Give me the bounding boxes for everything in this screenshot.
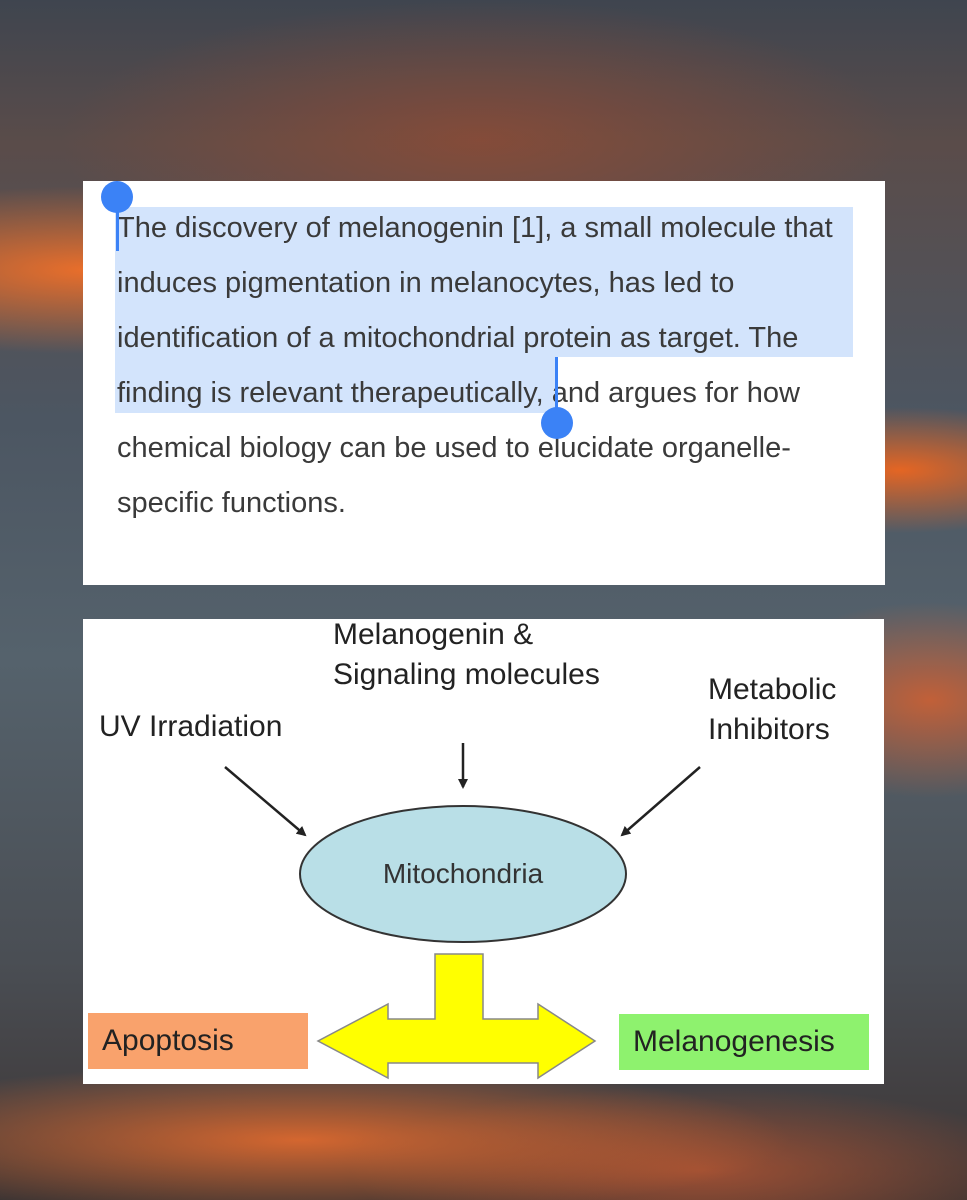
arrow-uv-to-mitochondria — [224, 766, 307, 837]
selection-start-handle[interactable] — [101, 181, 133, 213]
melanogenesis-box: Melanogenesis — [619, 1014, 869, 1070]
selection-start-handle-line — [116, 211, 119, 251]
uv-irradiation-label: UV Irradiation — [99, 710, 283, 743]
melanogenin-label: Melanogenin & Signaling molecules — [333, 618, 600, 691]
diagram-graphic — [224, 743, 701, 1080]
selection-highlight — [115, 207, 853, 357]
reference-link[interactable]: 1 — [520, 212, 537, 244]
mitochondria-ellipse — [299, 805, 627, 943]
article-paragraph[interactable]: The discovery of melanogenin [1], a smal… — [117, 212, 833, 519]
arrow-inhibitors-to-mitochondria — [620, 766, 701, 837]
selection-end-handle-line — [555, 357, 558, 409]
text-card: The discovery of melanogenin [1], a smal… — [83, 181, 885, 585]
figure-card: Melanogenin & Signaling molecules UV Irr… — [83, 618, 884, 1084]
mitochondria-label: Mitochondria — [382, 858, 544, 889]
selection-end-handle[interactable] — [541, 407, 573, 439]
selection-highlight — [115, 357, 556, 413]
metabolic-inhibitors-label: Metabolic Inhibitors — [708, 673, 837, 746]
split-arrow — [316, 953, 597, 1080]
apoptosis-box: Apoptosis — [88, 1013, 308, 1069]
